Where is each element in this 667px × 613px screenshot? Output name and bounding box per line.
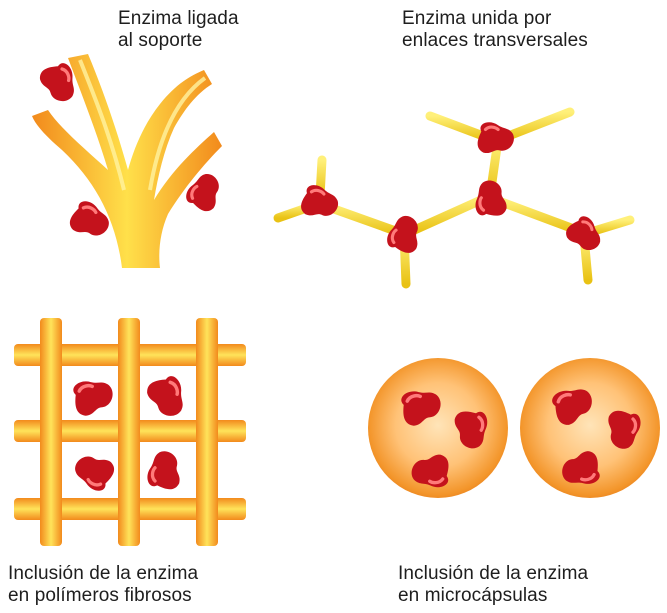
enzyme-molecule xyxy=(145,449,182,491)
caption-line: Inclusión de la enzima xyxy=(398,563,589,584)
caption-enzyme-bound-to-support: Enzima ligada al soporte xyxy=(118,8,239,52)
caption-line: enlaces transversales xyxy=(402,30,588,51)
enzyme-molecule xyxy=(476,120,516,155)
caption-line: al soporte xyxy=(118,30,203,51)
microcapsule-panel xyxy=(368,358,660,498)
caption-enzyme-in-fibrous-polymers: Inclusión de la enzima en polímeros fibr… xyxy=(8,563,198,607)
crosslinked-panel xyxy=(273,107,635,289)
branch-support xyxy=(32,54,222,268)
enzyme-molecule xyxy=(66,371,120,421)
caption-line: Enzima ligada xyxy=(118,8,239,29)
enzyme-molecule xyxy=(68,449,119,496)
caption-enzyme-crosslinked: Enzima unida por enlaces transversales xyxy=(402,8,588,52)
fibrous-polymer-panel xyxy=(14,318,246,546)
caption-line: Inclusión de la enzima xyxy=(8,563,199,584)
caption-line: Enzima unida por xyxy=(402,8,552,29)
enzyme-molecule xyxy=(298,181,343,222)
branched-support-panel xyxy=(32,54,226,268)
microcapsule xyxy=(368,358,508,498)
enzyme-molecule xyxy=(141,369,195,424)
caption-line: en polímeros fibrosos xyxy=(8,585,192,606)
microcapsule xyxy=(520,358,660,498)
caption-line: en microcápsulas xyxy=(398,585,548,606)
caption-enzyme-in-microcapsules: Inclusión de la enzima en microcápsulas xyxy=(398,563,588,607)
